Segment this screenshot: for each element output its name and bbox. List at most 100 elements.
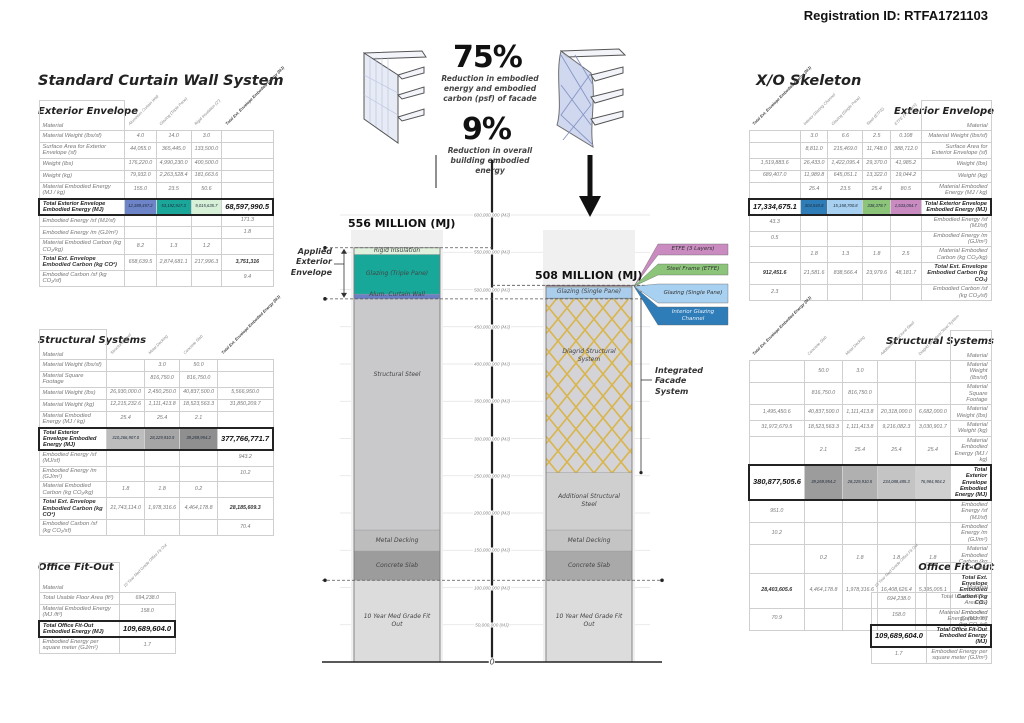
row-label: Material Square Footage bbox=[949, 382, 992, 406]
total-value: 109,689,604.0 bbox=[869, 623, 927, 648]
row-value: 1.3 bbox=[827, 246, 864, 264]
row-value: 9.4 bbox=[221, 269, 274, 287]
stat-building-reduction-value: 9% bbox=[462, 112, 512, 147]
bar-segment-metal-decking bbox=[353, 529, 441, 552]
bar-segment-rigid-insulation bbox=[353, 247, 441, 255]
row-label: Material Embodied Carbon (kg CO₂/kg) bbox=[38, 238, 126, 256]
row-value: 816,750.0 bbox=[841, 382, 878, 406]
bar-segment-diagrid-structural-system bbox=[545, 298, 633, 473]
total-component-value: 76,984,904.2 bbox=[914, 464, 951, 501]
left-bar-total-title: 556 MILLION (MJ) bbox=[348, 217, 456, 230]
tag-pointer bbox=[633, 243, 729, 287]
total-embodied-energy-row: Total Exterior Envelope Embodied Energy … bbox=[38, 426, 275, 451]
bar-segment-structural-steel bbox=[353, 298, 441, 531]
row-value: 1,978,316.6 bbox=[144, 497, 181, 521]
row-label: Embodied Energy per square meter (GJ/m²) bbox=[38, 636, 121, 654]
row-value: 838,566.4 bbox=[827, 262, 864, 286]
row-value: 1.8 bbox=[841, 544, 878, 574]
row-value: 6.6 bbox=[827, 130, 864, 143]
bracket-arrow-icon bbox=[341, 248, 347, 254]
tag-pointer bbox=[633, 283, 729, 304]
row-value bbox=[748, 382, 805, 406]
total-embodied-energy-row: Total Exterior Envelope Embodied Energy … bbox=[38, 197, 275, 216]
right-system-title: X/O Skeleton bbox=[756, 73, 862, 89]
row-label: Embodied Carbon /sf (kg CO₂/sf) bbox=[920, 284, 992, 301]
row-value: 1.8 bbox=[914, 544, 951, 574]
row-value: 943.2 bbox=[217, 449, 274, 467]
total-component-value: 28,229,910.5 bbox=[841, 464, 878, 501]
total-embodied-energy-row: Total Office Fit-Out Embodied Energy (MJ… bbox=[38, 619, 177, 639]
row-label: Embodied Carbon /sf (kg CO₂/sf) bbox=[38, 519, 108, 537]
material-header: Material bbox=[925, 562, 992, 593]
right-bar-total-title: 508 MILLION (MJ) bbox=[535, 269, 643, 282]
tag-pointer bbox=[633, 263, 729, 287]
stat-building-reduction-caption: Reduction in overall building embodied e… bbox=[447, 146, 533, 175]
total-row-label: Total Exterior Envelope Embodied Energy … bbox=[920, 197, 992, 216]
row-value bbox=[155, 226, 192, 240]
row-value bbox=[155, 269, 192, 287]
reference-dot bbox=[660, 578, 664, 583]
total-row-label: Total Exterior Envelope Embodied Energy … bbox=[949, 464, 992, 501]
row-label: Embodied Carbon /sf (kg CO₂/sf) bbox=[38, 269, 126, 287]
curtain-wall-facade-illustration bbox=[362, 50, 427, 144]
total-row-label: Total Office Fit-Out Embodied Energy (MJ… bbox=[925, 623, 992, 648]
row-value bbox=[748, 435, 805, 466]
row-value bbox=[914, 522, 951, 546]
row-label: Total Ext. Envelope Embodied Carbon (kg … bbox=[38, 497, 108, 521]
xo-skeleton-facade-illustration bbox=[556, 48, 627, 149]
row-value: 70.9 bbox=[748, 607, 805, 631]
total-component-value: 9,015,635.7 bbox=[190, 197, 223, 216]
row-value bbox=[748, 130, 801, 143]
row-label: Embodied Energy /sf (MJ/sf) bbox=[949, 499, 992, 524]
right-exterior-table: Total Ext. Envelope Embodied Energy (MJ)… bbox=[747, 65, 992, 301]
row-value: 10.2 bbox=[748, 522, 805, 546]
row-value bbox=[827, 284, 864, 301]
bar-segment-10-year-med-grade-fit-out bbox=[545, 580, 633, 663]
total-value: 377,766,771.7 bbox=[217, 426, 275, 451]
reference-dot bbox=[323, 245, 327, 250]
total-row-label: Total Exterior Envelope Embodied Energy … bbox=[38, 197, 126, 216]
bar-segment-metal-decking bbox=[545, 529, 633, 552]
material-header: Material bbox=[920, 100, 992, 131]
stat-facade-reduction-value: 75% bbox=[453, 40, 523, 75]
row-value bbox=[914, 382, 951, 406]
reference-dot bbox=[639, 471, 643, 475]
row-value: 4.0 bbox=[124, 130, 157, 143]
row-value bbox=[862, 284, 892, 301]
total-component-value: 234,088,485.3 bbox=[876, 464, 916, 501]
row-value: 1.7 bbox=[870, 646, 927, 664]
row-value: 1.8 bbox=[221, 226, 274, 240]
integrated-facade-system-label: Integrated Facade System bbox=[655, 366, 703, 396]
total-component-value: 338,378.7 bbox=[862, 197, 892, 216]
total-component-value: 12,389,457.2 bbox=[124, 197, 157, 216]
row-value bbox=[221, 130, 274, 143]
row-value: 43.3 bbox=[748, 214, 801, 232]
table-row: Embodied Energy /sf (MJ/sf)943.2 bbox=[38, 449, 274, 467]
registration-id: Registration ID: RTFA1721103 bbox=[803, 8, 988, 23]
total-value: 109,689,604.0 bbox=[119, 619, 177, 639]
table-row: Total Ext. Envelope Embodied Carbon (kg … bbox=[38, 497, 274, 521]
row-value: 1.7 bbox=[119, 636, 176, 654]
row-value: 25.4 bbox=[876, 435, 916, 466]
row-value: 70.4 bbox=[217, 519, 274, 537]
